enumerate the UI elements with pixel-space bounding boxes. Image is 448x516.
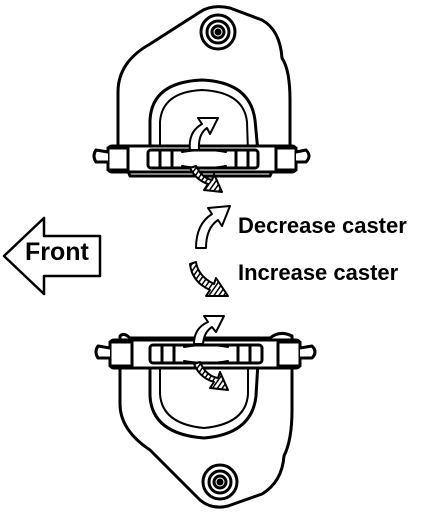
upper-control-arm-bottom xyxy=(94,315,317,509)
pivot-shaft xyxy=(92,144,311,174)
curved-outline-arrow-icon xyxy=(195,205,231,249)
shaft-decrease-arrow-icon xyxy=(188,117,219,151)
shaft-decrease-arrow-icon xyxy=(193,315,225,345)
curved-hatched-arrow-icon xyxy=(189,261,229,297)
shaft-increase-arrow-icon xyxy=(193,361,229,391)
left-arrow-outline-icon xyxy=(2,216,102,296)
ball-joint xyxy=(201,463,239,501)
upper-control-arm-top xyxy=(92,5,311,193)
arm-inner-opening xyxy=(148,360,260,440)
ball-joint xyxy=(199,13,237,51)
pivot-shaft xyxy=(94,338,317,370)
increase-caster-label: Increase caster xyxy=(238,260,399,285)
decrease-caster-label: Decrease caster xyxy=(238,213,407,238)
front-label: Front xyxy=(25,238,89,266)
shaft-increase-arrow-icon xyxy=(189,165,223,193)
